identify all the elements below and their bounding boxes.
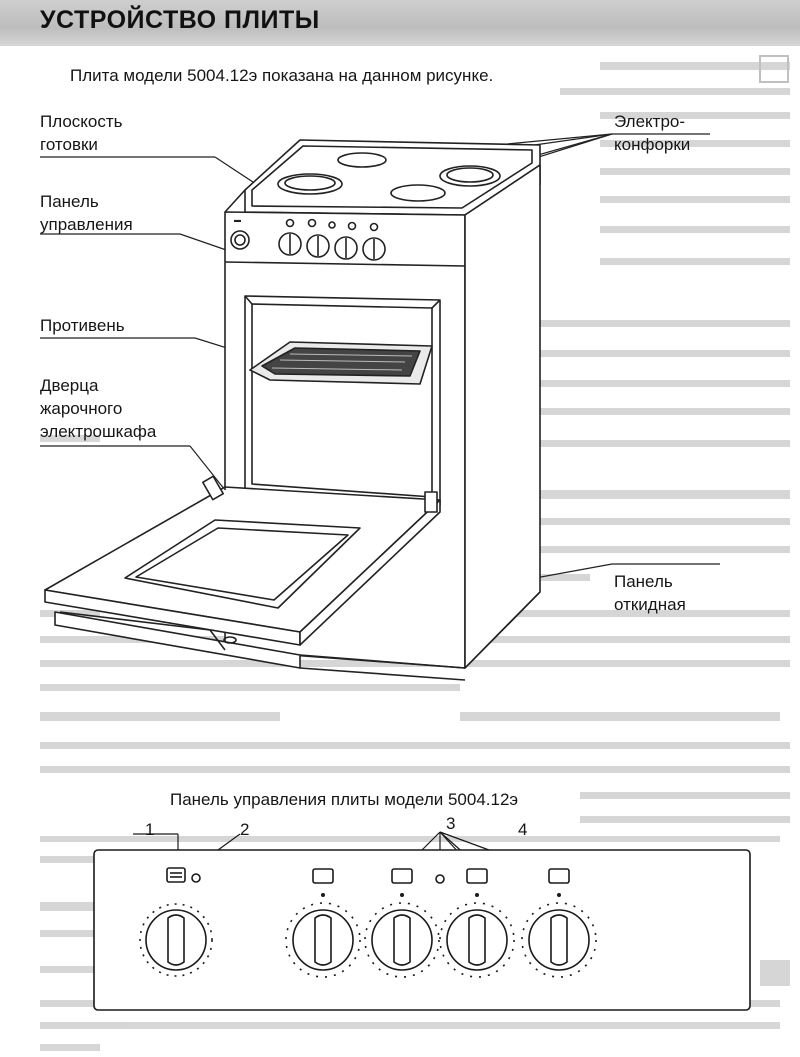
svg-text:▬: ▬	[234, 217, 241, 224]
hotplate-knob-4	[521, 902, 597, 978]
control-panel-diagram	[93, 831, 751, 1011]
hotplate-front-right	[390, 184, 446, 202]
hotplate-knob-1	[285, 902, 361, 978]
stove-body-side	[464, 164, 541, 669]
hotplate-back-left	[337, 152, 387, 168]
page-title: УСТРОЙСТВО ПЛИТЫ	[40, 6, 320, 34]
label-baking-tray: Противень	[40, 316, 125, 335]
callout-3: 3	[446, 814, 456, 833]
control-panel-caption: Панель управления плиты модели 5004.12э	[170, 790, 519, 809]
hotplate-knob-2	[364, 902, 440, 978]
door-window	[124, 519, 361, 609]
stove-illustration: ▬	[40, 133, 720, 681]
label-hotplates: Электро- конфорки	[614, 112, 691, 154]
label-hinged-panel: Панель откидная	[614, 572, 686, 614]
label-oven-door: Дверца жарочного электрошкафа	[40, 376, 157, 441]
intro-text: Плита модели 5004.12э показана на данном…	[70, 66, 494, 85]
hotplate-front-left	[277, 173, 343, 195]
callout-1: 1	[145, 820, 155, 839]
hotplate-knob-3	[439, 902, 515, 978]
label-control-panel: Панель управления	[40, 192, 133, 234]
label-cooking-surface: Плоскость готовки	[40, 112, 123, 154]
hotplate-back-right	[439, 165, 501, 187]
callout-4: 4	[518, 820, 528, 839]
mini-knobs	[230, 230, 386, 261]
header-band	[0, 0, 800, 46]
oven-mode-knob	[139, 903, 213, 977]
oven-cavity	[244, 295, 441, 506]
callout-2: 2	[240, 820, 250, 839]
